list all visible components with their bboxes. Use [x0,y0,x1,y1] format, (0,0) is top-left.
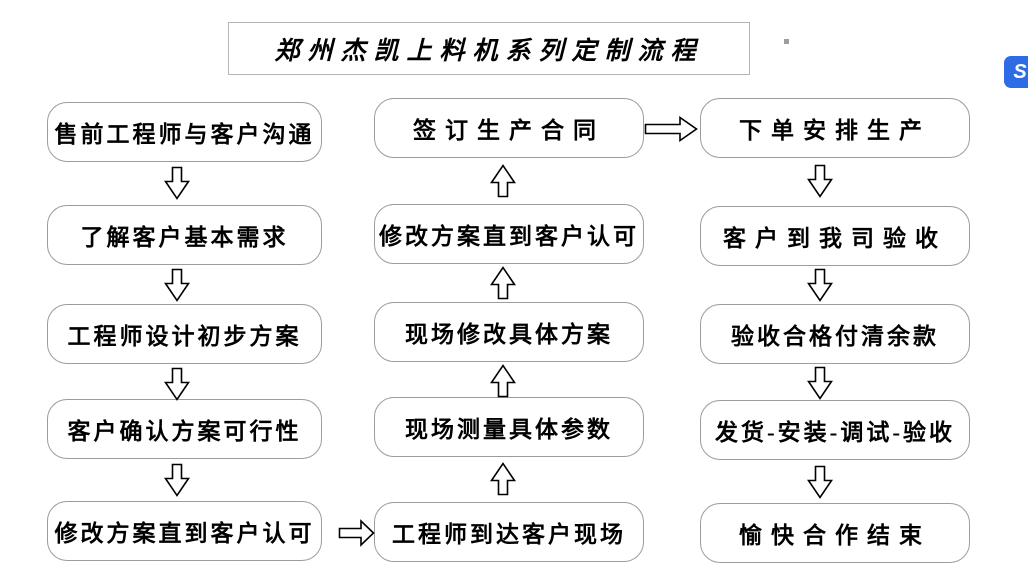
handle-dot [784,39,789,44]
up-arrow-icon [490,462,516,496]
flow-step-left-2: 了解客户基本需求 [47,205,322,265]
flow-step-right-4: 发货-安装-调试-验收 [700,400,970,460]
flow-step-left-5: 修改方案直到客户认可 [47,501,322,561]
down-arrow-icon [807,366,833,400]
flow-step-left-3: 工程师设计初步方案 [47,304,322,364]
page-title: 郑州杰凯上料机系列定制流程 [274,37,704,65]
flow-step-middle-4: 现场测量具体参数 [374,397,644,457]
down-arrow-icon [807,465,833,499]
s-logo-badge[interactable]: S [1004,56,1028,88]
flow-step-middle-2: 修改方案直到客户认可 [374,204,644,264]
right-arrow-icon [338,519,375,547]
flow-step-right-3: 验收合格付清余款 [700,304,970,364]
up-arrow-icon [490,266,516,300]
down-arrow-icon [164,463,190,497]
down-arrow-icon [164,268,190,302]
title-box: 郑州杰凯上料机系列定制流程 [228,22,750,75]
up-arrow-icon [490,164,516,198]
up-arrow-icon [490,364,516,398]
down-arrow-icon [164,166,190,200]
flow-step-middle-5: 工程师到达客户现场 [374,502,644,562]
flow-step-left-4: 客户确认方案可行性 [47,399,322,459]
s-logo-glyph: S [1013,60,1027,83]
down-arrow-icon [807,268,833,302]
right-arrow-icon [644,116,698,142]
flow-step-right-5: 愉快合作结束 [700,503,970,563]
down-arrow-icon [807,164,833,198]
flow-step-right-2: 客户到我司验收 [700,206,970,266]
flow-step-middle-3: 现场修改具体方案 [374,302,644,362]
flow-step-middle-1: 签订生产合同 [374,98,644,158]
flow-step-left-1: 售前工程师与客户沟通 [47,102,322,162]
flow-step-right-1: 下单安排生产 [700,98,970,158]
down-arrow-icon [164,367,190,401]
